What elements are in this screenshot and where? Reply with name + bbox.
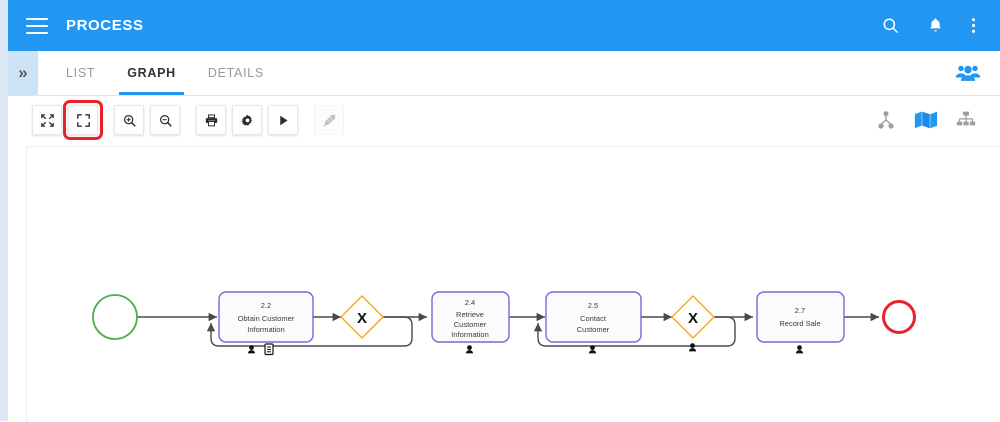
- left-rail: [0, 0, 8, 421]
- hierarchy-tree-icon[interactable]: [876, 110, 896, 130]
- edge-gw1-loopback-22: [206, 316, 413, 347]
- start-event[interactable]: [92, 294, 138, 340]
- gateway-1[interactable]: X: [340, 295, 384, 339]
- folded-map-icon[interactable]: [914, 110, 938, 130]
- user-icon: [466, 345, 473, 354]
- gateway-1-label: X: [357, 310, 367, 327]
- user-icon: [248, 345, 255, 354]
- task-2-5-line2: Customer: [577, 325, 610, 334]
- sidebar-expander-button[interactable]: »: [8, 51, 38, 95]
- more-vertical-icon[interactable]: [971, 16, 976, 35]
- task-2-7-line1: Record Sale: [779, 319, 820, 328]
- graph-canvas[interactable]: 2.2 Obtain Customer Information X 2.4: [26, 146, 1000, 422]
- end-event[interactable]: [882, 300, 916, 334]
- toolbar-buttons: [32, 100, 344, 140]
- hamburger-menu-icon[interactable]: [26, 17, 48, 34]
- group-people-icon[interactable]: [954, 63, 982, 83]
- task-2-5-line1: Contact: [580, 314, 607, 323]
- task-2-7-id: 2.7: [795, 306, 805, 315]
- user-icon: [689, 343, 696, 352]
- gateway-2[interactable]: X: [671, 295, 715, 339]
- view-mode-buttons: [876, 110, 976, 130]
- app-bar-actions: [881, 16, 976, 35]
- print-button[interactable]: [196, 105, 226, 135]
- bell-icon[interactable]: [926, 16, 945, 35]
- task-2-4[interactable]: 2.4 Retrieve Customer Information: [431, 291, 510, 343]
- search-icon[interactable]: [881, 16, 900, 35]
- task-2-2-line1: Obtain Customer: [238, 314, 295, 323]
- task-2-5-id: 2.5: [588, 301, 598, 310]
- page-title: PROCESS: [66, 17, 144, 34]
- play-button[interactable]: [268, 105, 298, 135]
- task-2-2-markers: [248, 343, 274, 356]
- app-bar: PROCESS: [8, 0, 1000, 51]
- edge-layer: [137, 312, 879, 347]
- tab-bar: » LIST GRAPH DETAILS: [8, 51, 1000, 96]
- fit-to-screen-button[interactable]: [32, 105, 62, 135]
- document-icon: [264, 343, 274, 356]
- tab-list-view[interactable]: LIST: [66, 66, 96, 80]
- gear-icon[interactable]: [232, 105, 262, 135]
- tab-list: LIST GRAPH DETAILS: [50, 51, 280, 95]
- task-2-2[interactable]: 2.2 Obtain Customer Information: [218, 291, 314, 343]
- task-2-7[interactable]: 2.7 Record Sale: [756, 291, 845, 343]
- edge-gw2-loopback-25: [533, 316, 736, 347]
- pen-slash-icon[interactable]: [314, 105, 344, 135]
- fullscreen-button[interactable]: [63, 100, 103, 140]
- zoom-in-button[interactable]: [114, 105, 144, 135]
- tab-details[interactable]: DETAILS: [207, 66, 264, 80]
- tab-graph[interactable]: GRAPH: [111, 51, 192, 95]
- user-icon: [796, 345, 803, 354]
- task-2-4-line3: Information: [451, 330, 489, 339]
- graph-toolbar: [8, 96, 1000, 144]
- task-2-2-id: 2.2: [261, 301, 271, 310]
- zoom-out-button[interactable]: [150, 105, 180, 135]
- task-2-2-line2: Information: [247, 325, 285, 334]
- task-2-4-line1: Retrieve: [456, 310, 484, 319]
- tab-bar-actions: [954, 51, 982, 95]
- task-2-4-line2: Customer: [454, 320, 487, 329]
- gateway-2-label: X: [688, 310, 698, 327]
- task-2-5[interactable]: 2.5 Contact Customer: [545, 291, 642, 343]
- process-diagram: 2.2 Obtain Customer Information X 2.4: [92, 291, 916, 356]
- user-icon: [589, 345, 596, 354]
- org-chart-icon[interactable]: [956, 110, 976, 130]
- task-2-4-id: 2.4: [465, 298, 475, 307]
